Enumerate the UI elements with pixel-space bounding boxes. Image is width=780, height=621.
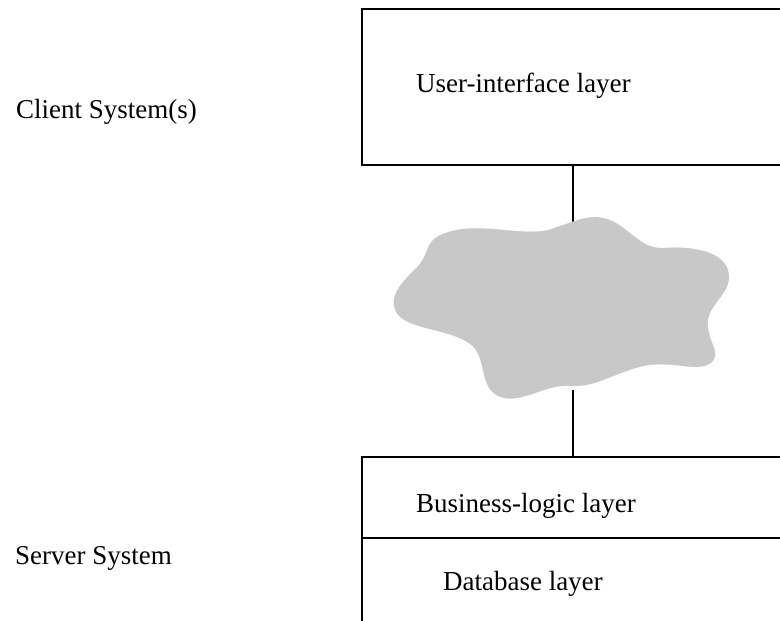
client-system-label: Client System(s)	[16, 94, 197, 124]
network-cloud	[393, 217, 730, 399]
layer-divider	[363, 537, 780, 539]
business-logic-layer-label: Business-logic layer	[416, 488, 636, 518]
user-interface-layer-label: User-interface layer	[416, 68, 631, 98]
database-layer-label: Database layer	[443, 566, 603, 596]
server-layers-box: Business-logic layer Database layer	[361, 456, 780, 621]
user-interface-layer-box: User-interface layer	[361, 8, 780, 166]
server-system-label: Server System	[15, 540, 172, 570]
